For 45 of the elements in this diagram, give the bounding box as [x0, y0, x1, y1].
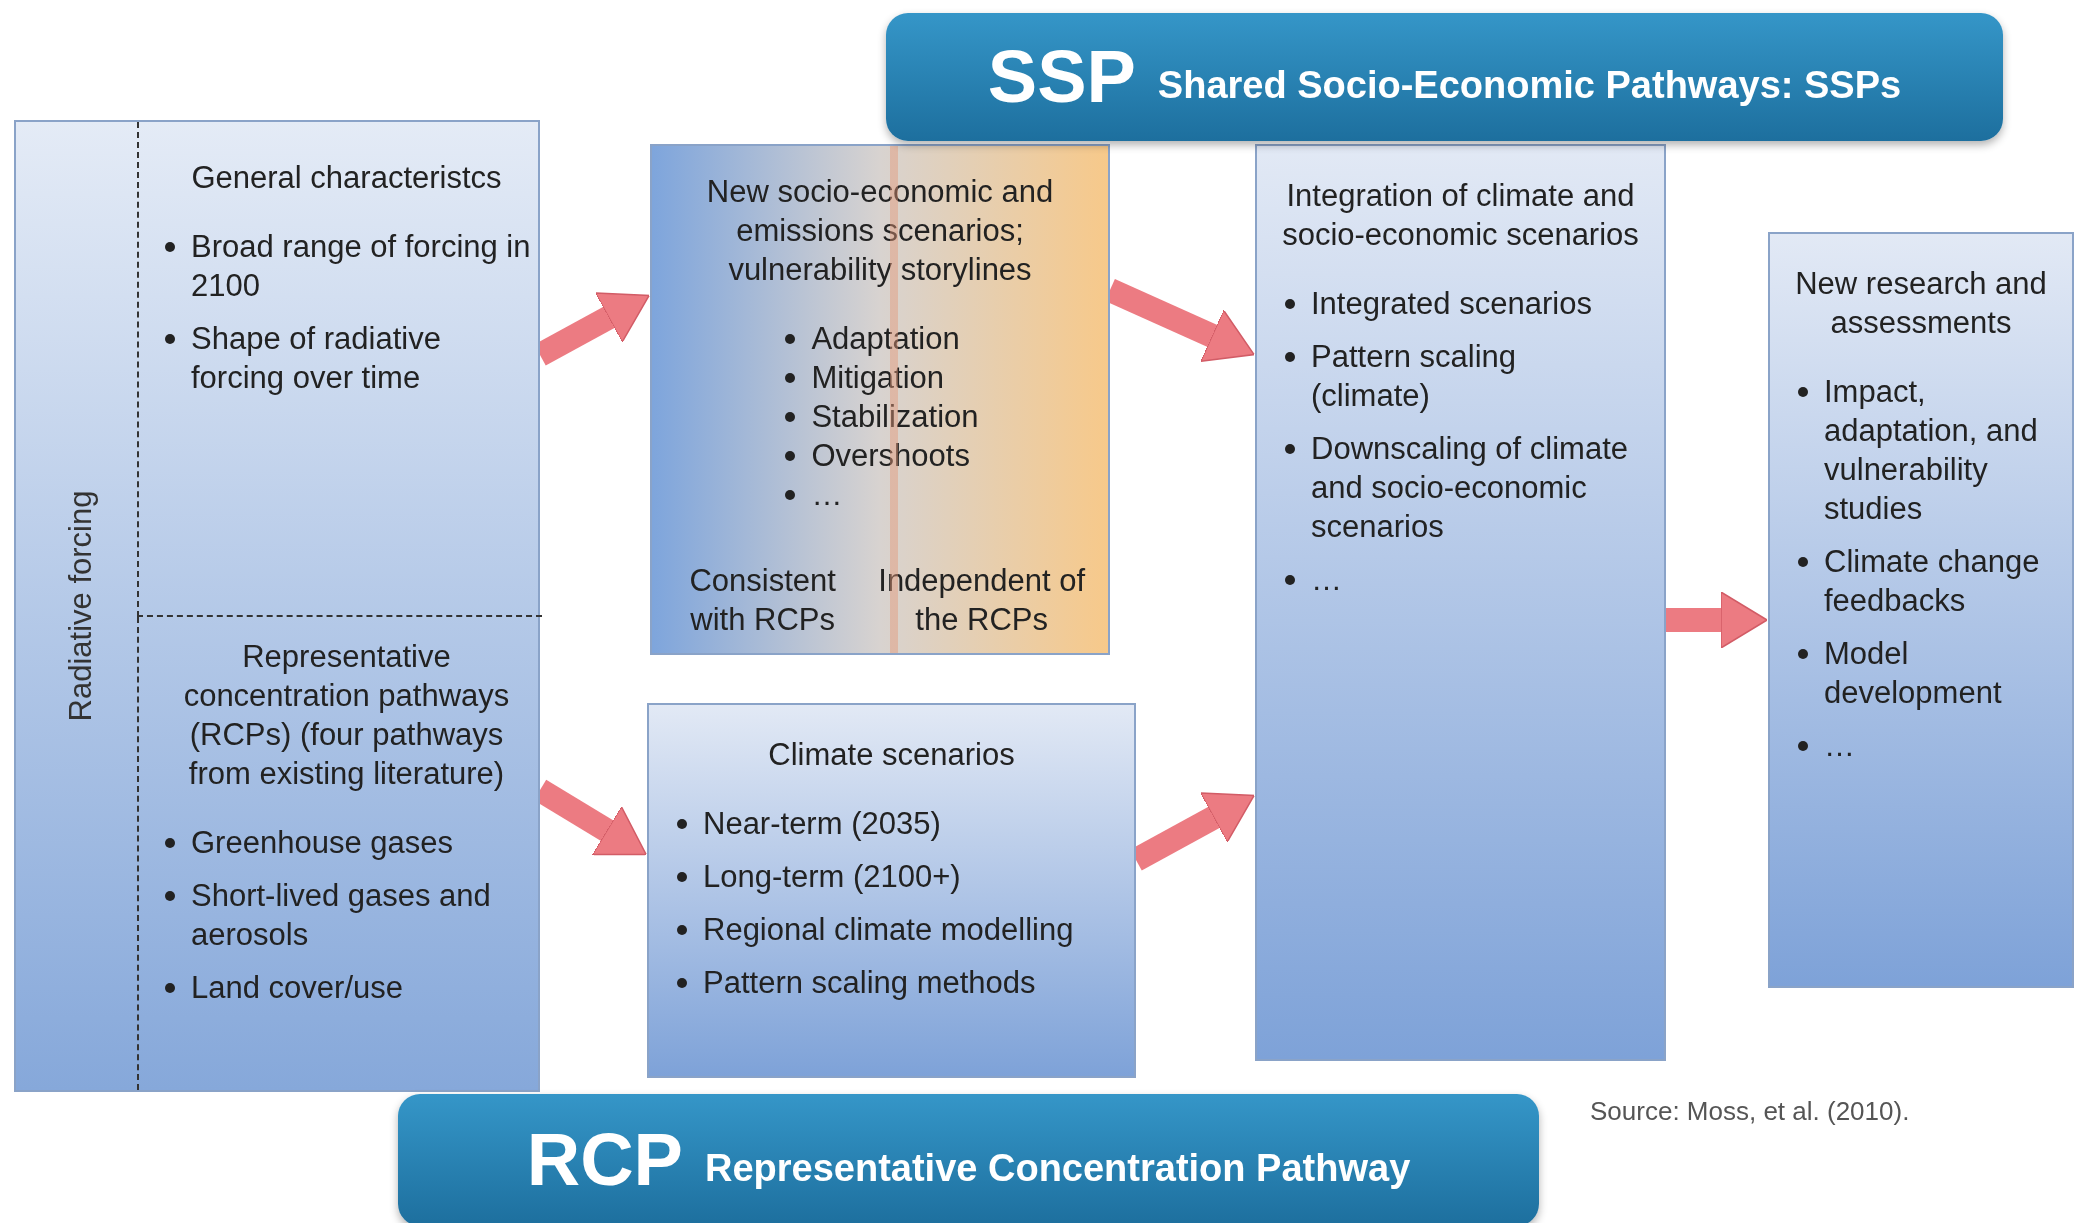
bullet-item: Downscaling of climate and socio-economic scenarios: [1311, 430, 1630, 547]
block-arrow: [1666, 591, 1768, 649]
box-heading: New socio-economic and emissions scenarios; vulnerability storylines: [705, 173, 1055, 290]
column-note: Independent of the RCPs: [877, 561, 1087, 639]
process-box: [650, 144, 1110, 655]
bullet-item: …: [811, 476, 843, 515]
bullet-item: Near-term (2035): [703, 805, 941, 844]
bullet-item: …: [1311, 561, 1342, 600]
bullet-item: Mitigation: [811, 359, 945, 398]
bullet-item: Land cover/use: [191, 969, 403, 1008]
bullet-item: Shape of radiative forcing over time: [191, 320, 442, 398]
title-banner: [886, 13, 2003, 141]
section-panel: [137, 122, 542, 617]
bullet-item: Impact, adaptation, and vulnerability studies: [1824, 373, 2039, 529]
banner-acronym: SSP: [987, 40, 1136, 114]
bullet-item: Adaptation: [811, 320, 960, 359]
banner-acronym: RCP: [526, 1123, 683, 1197]
bullet-item: Long-term (2100+): [703, 858, 961, 897]
bullet-item: Broad range of forcing in 2100: [191, 228, 532, 306]
bullet-item: Climate change feedbacks: [1824, 543, 2041, 621]
column-note: Consistent with RCPs: [688, 561, 837, 639]
process-box: [647, 703, 1136, 1078]
bullet-item: Regional climate modelling: [703, 911, 1074, 950]
bullet-item: …: [1824, 727, 1855, 766]
bullet-item: Stabilization: [811, 398, 979, 437]
process-box: [1255, 144, 1666, 1061]
bullet-item: Short-lived gases and aerosols: [191, 877, 492, 955]
bullet-item: Overshoots: [811, 437, 970, 476]
box-heading: Integration of climate and socio-economic scenarios: [1281, 177, 1640, 255]
bullet-item: Pattern scaling methods: [703, 964, 1036, 1003]
box-heading: General characteristcs: [190, 159, 503, 197]
box-heading: Climate scenarios: [767, 736, 1016, 774]
box-heading: Representative concentration pathways (RCPs) (four pathways from existing literature): [182, 638, 511, 794]
process-box: [1768, 232, 2074, 988]
box-heading: New research and assessments: [1794, 265, 2048, 343]
vertical-label: Radiative forcing: [63, 490, 99, 722]
banner-title: Representative Concentration Pathway: [704, 1146, 1411, 1190]
bullet-item: Integrated scenarios: [1311, 285, 1592, 324]
title-banner: [398, 1094, 1539, 1223]
bullet-item: Pattern scaling (climate): [1311, 338, 1518, 416]
banner-title: Shared Socio-Economic Pathways: SSPs: [1157, 63, 1902, 107]
bullet-item: Model development: [1824, 635, 2003, 713]
process-box: [14, 120, 540, 1092]
source-note: Source: Moss, et al. (2010).: [1590, 1096, 1910, 1127]
bullet-item: Greenhouse gases: [191, 824, 453, 863]
